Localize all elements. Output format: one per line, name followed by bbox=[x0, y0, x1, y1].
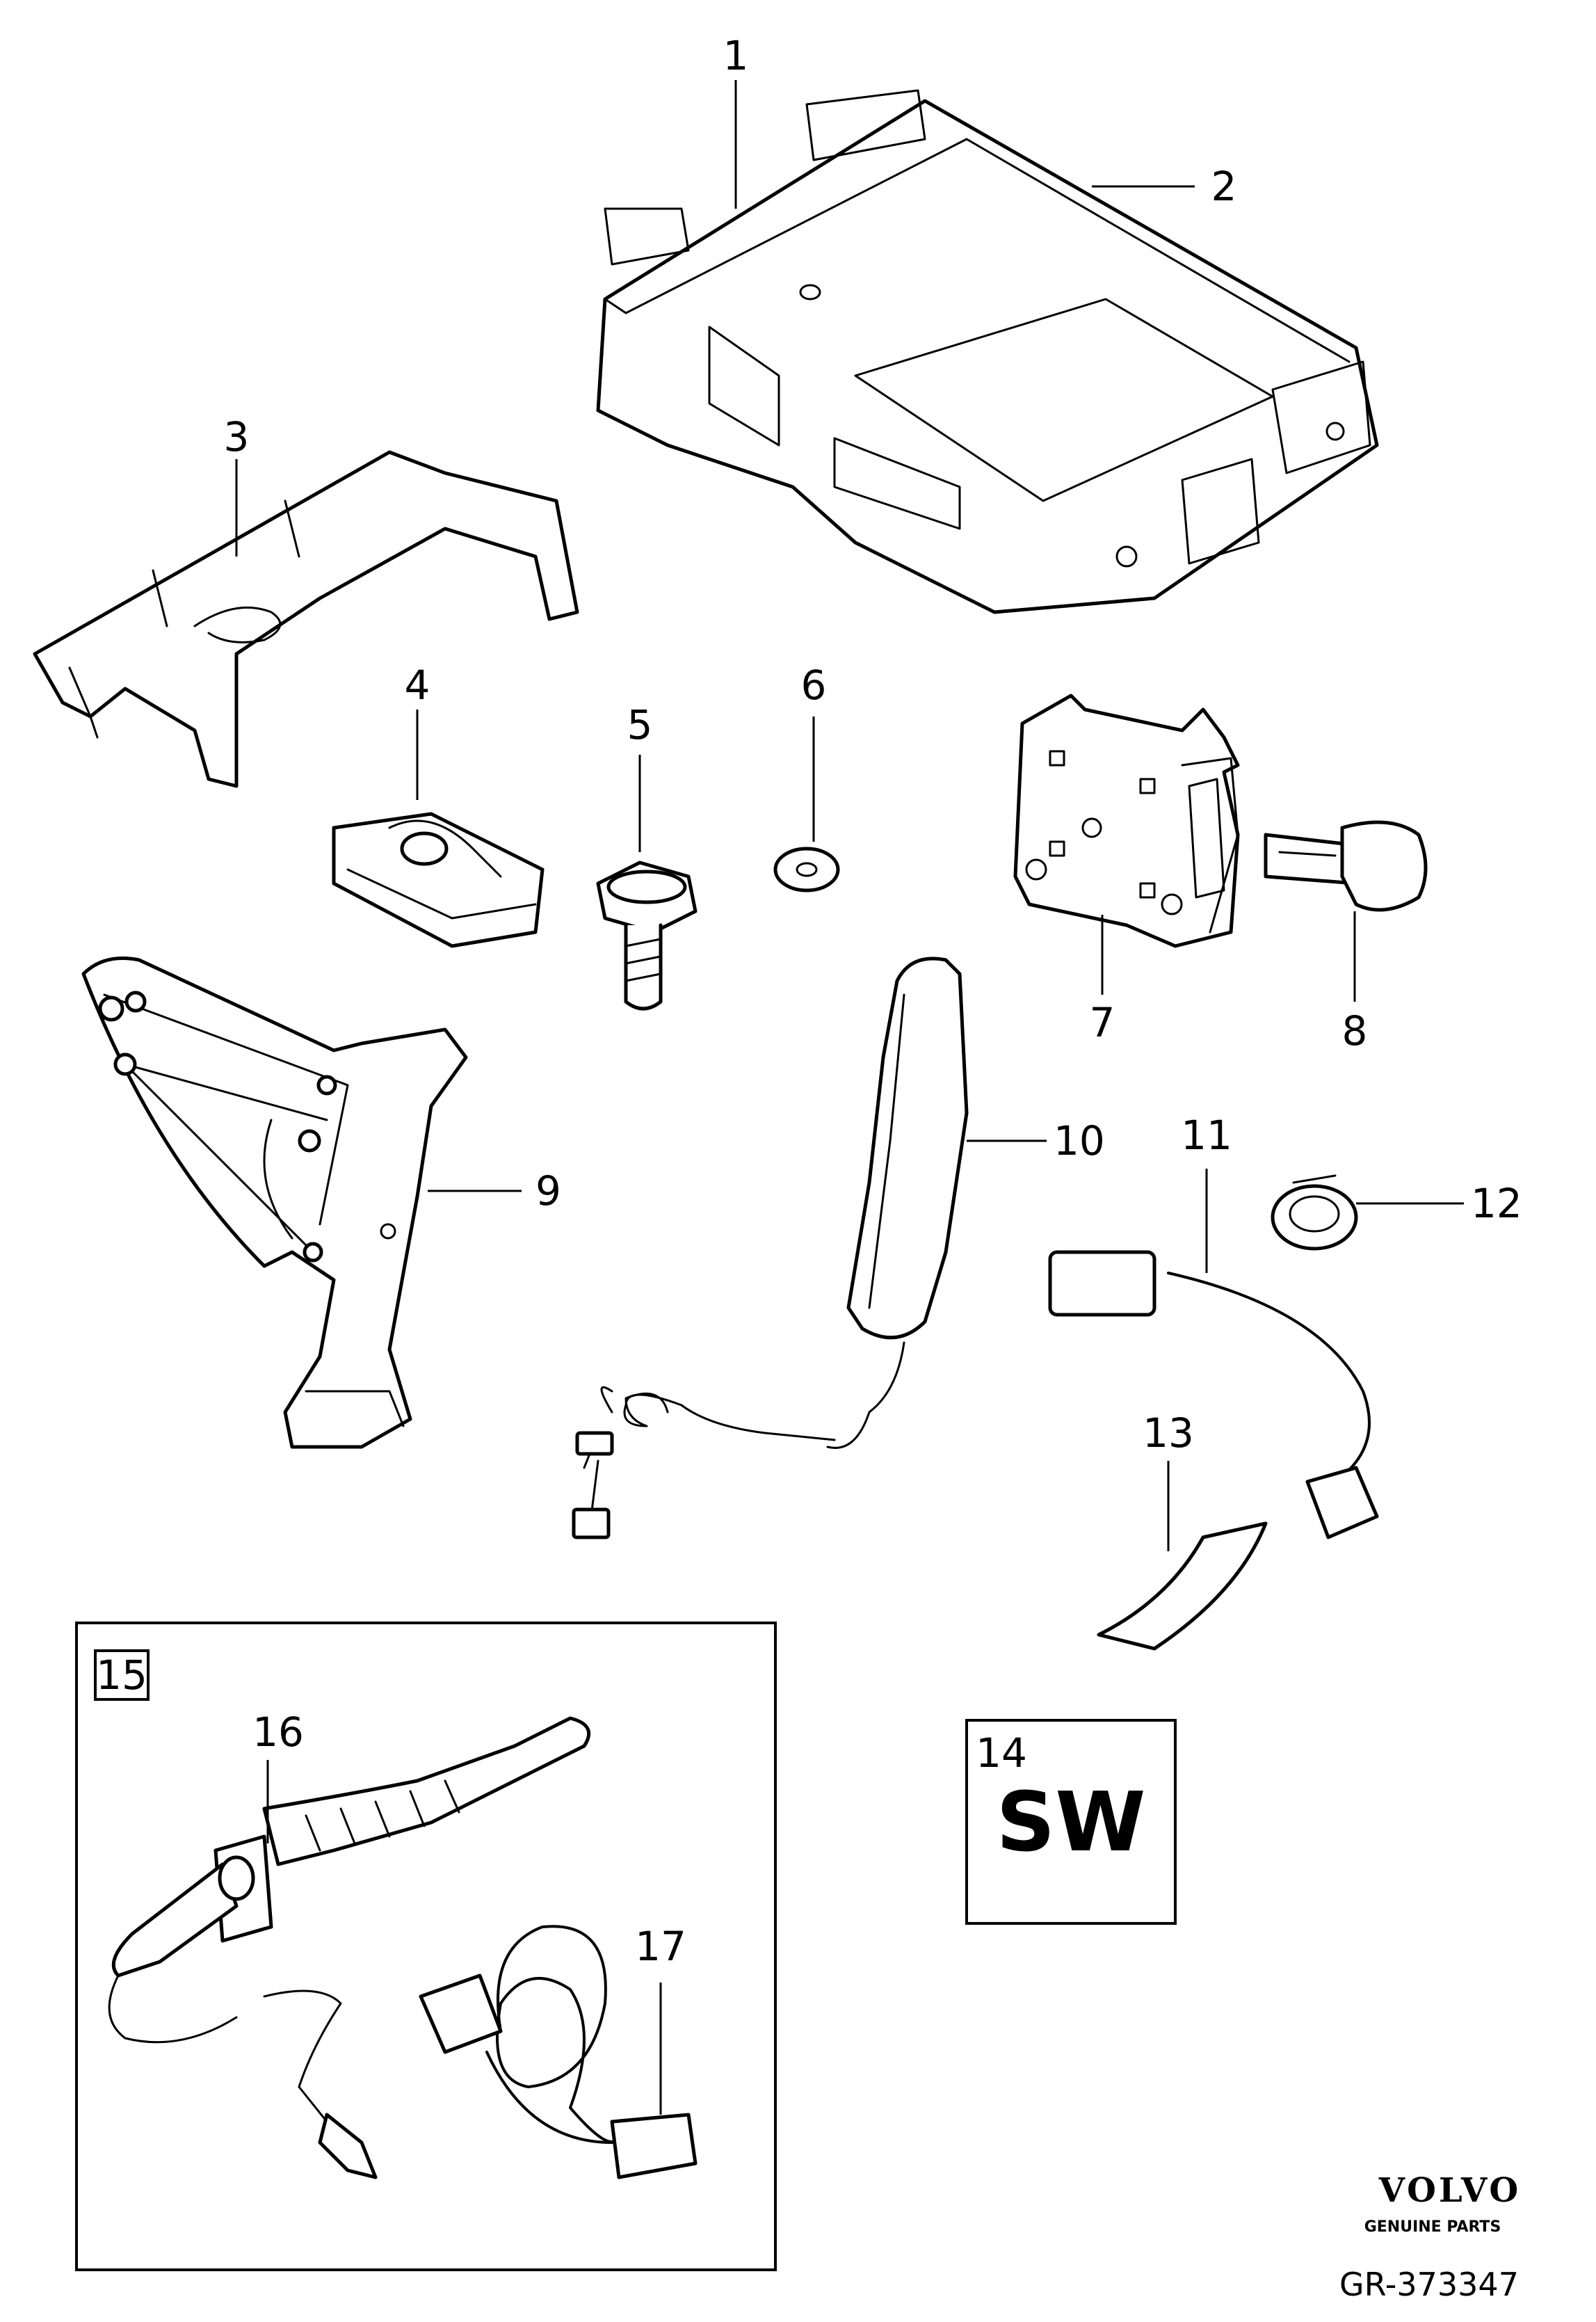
adapter-cable-part bbox=[1048, 1250, 1379, 1539]
key-part bbox=[1264, 820, 1428, 912]
callout-6: 6 bbox=[801, 662, 827, 709]
callout-2: 2 bbox=[1211, 163, 1237, 210]
callout-13: 13 bbox=[1143, 1409, 1194, 1457]
callout-16: 16 bbox=[252, 1708, 304, 1756]
callout-14: 14 bbox=[976, 1729, 1027, 1777]
cradle-part bbox=[81, 956, 468, 1449]
brand-tagline: GENUINE PARTS bbox=[1364, 2218, 1501, 2236]
callout-7: 7 bbox=[1090, 999, 1115, 1046]
software-label: SW bbox=[996, 1774, 1145, 1870]
callout-9: 9 bbox=[535, 1167, 561, 1215]
callout-17: 17 bbox=[635, 1923, 686, 1970]
callout-3: 3 bbox=[224, 413, 250, 461]
callout-12: 12 bbox=[1471, 1180, 1522, 1227]
software-box bbox=[965, 1719, 1177, 1925]
antenna-part bbox=[108, 1716, 591, 2179]
drawing-reference: GR-373347 bbox=[1339, 2266, 1519, 2303]
callout-15-box bbox=[94, 1649, 150, 1701]
callout-4: 4 bbox=[405, 662, 430, 709]
antenna-cable-part bbox=[419, 1925, 698, 2179]
callout-11: 11 bbox=[1181, 1112, 1232, 1159]
callout-15: 15 bbox=[96, 1651, 147, 1699]
grommet-part bbox=[1271, 1174, 1358, 1251]
clip-nut-part bbox=[332, 812, 545, 948]
control-module-part bbox=[596, 89, 1379, 614]
holder-part bbox=[1013, 694, 1240, 948]
callout-1: 1 bbox=[723, 32, 749, 79]
bracket-part bbox=[33, 450, 579, 788]
callout-8: 8 bbox=[1342, 1007, 1368, 1055]
washer-part bbox=[773, 847, 840, 892]
callout-5: 5 bbox=[627, 701, 653, 748]
tape-strip-part bbox=[1097, 1521, 1268, 1651]
handset-part bbox=[572, 956, 969, 1539]
bolt-part bbox=[596, 860, 698, 1011]
antenna-kit-frame bbox=[75, 1622, 777, 2271]
brand-name: VOLVO bbox=[1378, 2171, 1521, 2210]
callout-10: 10 bbox=[1054, 1117, 1105, 1164]
